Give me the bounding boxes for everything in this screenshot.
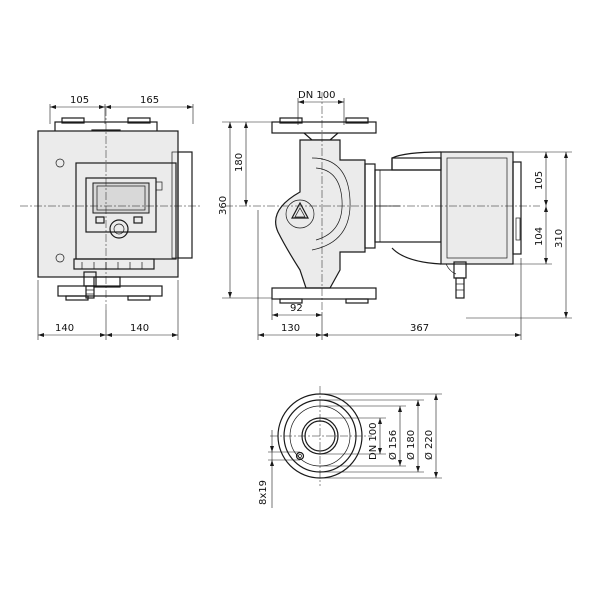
dim-d220: Ø 220 [423, 430, 435, 460]
front-view: 105 165 [20, 95, 200, 340]
dim-top-right: 165 [140, 95, 159, 106]
dim-top-left: 105 [70, 95, 89, 106]
dim-inlet-offset: 92 [290, 303, 303, 314]
dim-bottom-right: 367 [410, 323, 429, 334]
dim-total-height: 360 [218, 196, 229, 215]
side-view: DN 100 [218, 90, 572, 340]
dim-port: DN 100 [298, 90, 335, 101]
dim-bottom-left: 140 [55, 323, 74, 334]
dim-dn: DN 100 [368, 423, 379, 460]
dim-bottom-right: 140 [130, 323, 149, 334]
dim-bolts: 8x19 [258, 480, 269, 505]
dim-motor-lower: 104 [534, 227, 545, 246]
dim-d156: Ø 156 [387, 430, 399, 460]
dim-d180: Ø 180 [405, 430, 417, 460]
dim-motor-total: 310 [554, 229, 565, 248]
flange-view: DN 100 Ø 156 Ø 180 Ø 220 8x19 [258, 386, 442, 508]
dim-motor-upper: 105 [534, 171, 545, 190]
dim-flange-height: 180 [234, 153, 245, 172]
dim-bottom-left: 130 [281, 323, 300, 334]
